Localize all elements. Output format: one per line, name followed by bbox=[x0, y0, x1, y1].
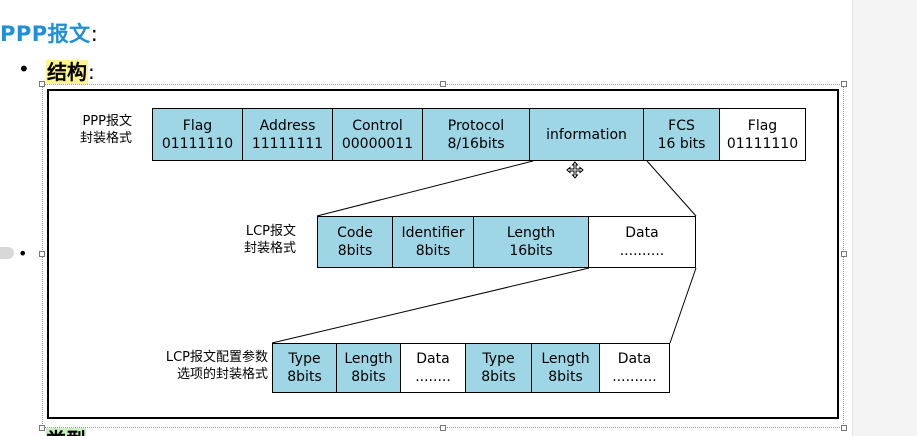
field-value: 8bits bbox=[287, 369, 322, 385]
ppp-field-information: information bbox=[529, 108, 644, 161]
bullet-dot: • bbox=[18, 57, 30, 81]
field-value: 00000011 bbox=[341, 135, 414, 152]
field-value: 01111110 bbox=[161, 135, 234, 152]
field-name: Length bbox=[344, 351, 393, 367]
page-margin bbox=[852, 0, 917, 436]
section-heading: PPP报文: bbox=[0, 18, 98, 48]
field-name: Data bbox=[617, 351, 652, 367]
field-value: 01111110 bbox=[726, 135, 799, 152]
field-value: 8bits bbox=[351, 369, 386, 385]
field-name: Flag bbox=[182, 117, 213, 134]
resize-handle[interactable] bbox=[841, 81, 847, 87]
field-name: Control bbox=[352, 117, 403, 134]
lcp-frame-row: Code 8bits Identifier 8bits Length 16bits D… bbox=[317, 216, 696, 268]
field-name: Flag bbox=[747, 117, 778, 134]
label-line: 选项的封装格式 bbox=[176, 367, 268, 382]
field-name: Length bbox=[506, 225, 556, 241]
move-cursor-icon bbox=[566, 161, 584, 179]
resize-handle[interactable] bbox=[440, 425, 446, 431]
image-selection-frame[interactable] bbox=[39, 81, 847, 431]
lcp-field-identifier: Identifier 8bits bbox=[392, 216, 474, 268]
label-line: LCP报文配置参数 bbox=[165, 350, 268, 365]
lcp-option-row: Type 8bits Length 8bits Data........ Type 8… bbox=[272, 343, 670, 393]
lcp-option-format-label: LCP报文配置参数 选项的封装格式 bbox=[122, 349, 268, 383]
lcp-field-length: Length 16bits bbox=[473, 216, 589, 268]
option-field-data: Data.......... bbox=[599, 343, 670, 393]
section-colon: : bbox=[90, 22, 99, 46]
bullet-dot: • bbox=[18, 244, 28, 263]
field-name: Protocol bbox=[447, 117, 505, 134]
field-name: Code bbox=[337, 225, 373, 241]
structure-heading: 结构: bbox=[46, 56, 95, 85]
field-name: Type bbox=[482, 351, 515, 367]
lcp-field-data: Data.......... bbox=[588, 216, 696, 268]
label-line: LCP报文 bbox=[245, 224, 296, 239]
field-value: 8bits bbox=[548, 369, 583, 385]
field-name: Data bbox=[625, 225, 659, 241]
resize-handle[interactable] bbox=[841, 425, 847, 431]
lcp-field-code: Code 8bits bbox=[317, 216, 393, 268]
field-value: 16 bits bbox=[657, 135, 706, 152]
field-value: 8bits bbox=[415, 243, 451, 259]
option-field-type: Type 8bits bbox=[272, 343, 337, 393]
field-value: 8bits bbox=[481, 369, 516, 385]
field-name: Identifier bbox=[401, 225, 465, 241]
field-value: 8bits bbox=[337, 243, 373, 259]
field-name: Type bbox=[288, 351, 321, 367]
field-name: information bbox=[546, 126, 627, 143]
field-value: .......... bbox=[612, 369, 657, 385]
ppp-format-label: PPP报文 封装格式 bbox=[52, 113, 132, 147]
label-line: PPP报文 bbox=[82, 114, 132, 129]
field-name: FCS bbox=[668, 117, 695, 134]
field-name: Data bbox=[416, 351, 450, 367]
option-field-type: Type 8bits bbox=[465, 343, 532, 393]
field-name: Address bbox=[259, 117, 316, 134]
field-name: Length bbox=[541, 351, 590, 367]
label-line: 封装格式 bbox=[79, 131, 132, 146]
type-heading: 类型: bbox=[46, 424, 94, 436]
field-value: ........ bbox=[415, 369, 451, 385]
option-field-data: Data........ bbox=[400, 343, 466, 393]
field-value: 16bits bbox=[509, 243, 553, 259]
resize-handle[interactable] bbox=[440, 81, 446, 87]
structure-colon: : bbox=[88, 60, 95, 84]
resize-handle[interactable] bbox=[39, 425, 45, 431]
option-field-length: Length 8bits bbox=[336, 343, 401, 393]
label-line: 封装格式 bbox=[243, 241, 296, 256]
drag-handle[interactable] bbox=[0, 247, 14, 259]
resize-handle[interactable] bbox=[841, 251, 847, 257]
type-label: 类型 bbox=[46, 428, 86, 436]
section-title: PPP报文 bbox=[0, 22, 91, 46]
type-colon: : bbox=[86, 428, 94, 436]
option-field-length: Length 8bits bbox=[531, 343, 600, 393]
field-value: 8/16bits bbox=[447, 135, 505, 152]
structure-label: 结构 bbox=[46, 60, 88, 84]
resize-handle[interactable] bbox=[39, 251, 45, 257]
resize-handle[interactable] bbox=[39, 81, 45, 87]
field-value: 11111111 bbox=[251, 135, 324, 152]
field-value: .......... bbox=[619, 243, 665, 259]
lcp-format-label: LCP报文 封装格式 bbox=[214, 223, 296, 257]
